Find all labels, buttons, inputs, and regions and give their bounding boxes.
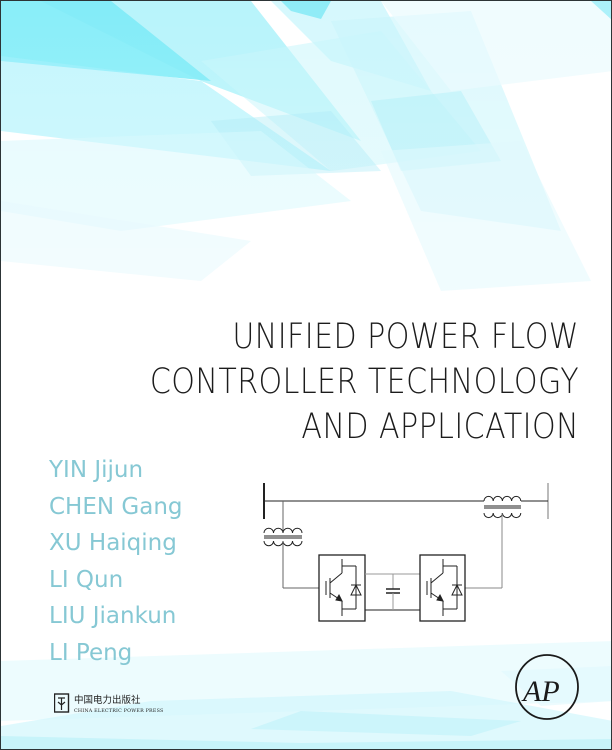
author-list: YIN Jijun CHEN Gang XU Haiqing LI Qun LI… — [49, 452, 183, 671]
upfc-circuit-diagram — [263, 483, 549, 622]
publisher-english-name: CHINA ELECTRIC POWER PRESS — [74, 708, 163, 714]
academic-press-logo-icon: AP — [515, 654, 579, 720]
publisher-chinese-name: 中国电力出版社 — [74, 694, 141, 706]
author-name: LI Peng — [49, 639, 133, 666]
title-line-3: AND APPLICATION — [301, 407, 579, 447]
publisher-logo: 中国电力出版社 CHINA ELECTRIC POWER PRESS — [53, 693, 174, 719]
imprint-letters: AP — [521, 675, 560, 708]
author-name: LIU Jiankun — [49, 603, 177, 629]
igbt-converter-icon — [419, 554, 466, 622]
book-title: UNIFIED POWER FLOW CONTROLLER TECHNOLOGY… — [150, 315, 579, 450]
author-name: XU Haiqing — [49, 530, 177, 556]
igbt-converter-icon — [318, 554, 366, 622]
author-name: CHEN Gang — [49, 493, 183, 520]
title-line-2: CONTROLLER TECHNOLOGY — [149, 362, 579, 402]
title-line-1: UNIFIED POWER FLOW — [232, 317, 579, 357]
dc-capacitor-icon — [386, 574, 400, 610]
author-name: LI Qun — [49, 566, 124, 593]
china-electric-power-press-logo-icon — [53, 693, 70, 713]
author-name: YIN Jijun — [49, 457, 144, 483]
